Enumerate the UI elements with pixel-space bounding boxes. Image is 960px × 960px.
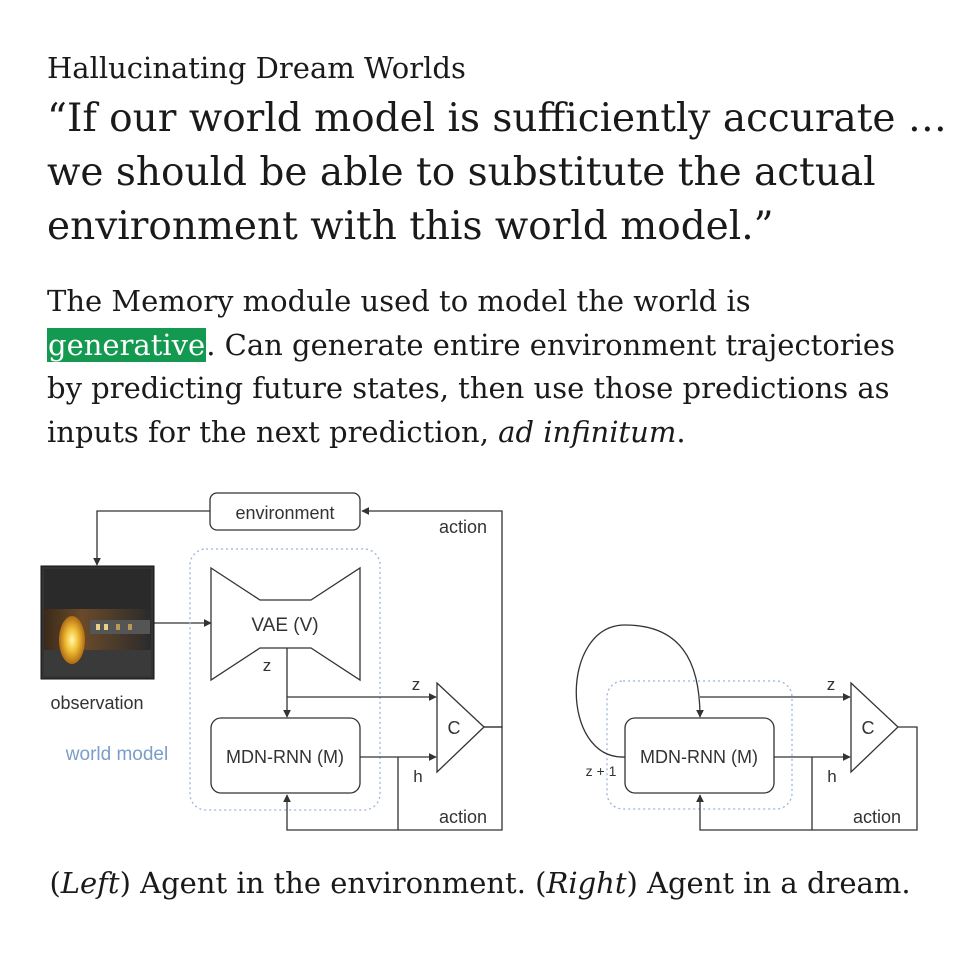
world-model-frame	[189, 548, 381, 811]
h-label-left: h	[413, 767, 422, 786]
body-line-2: generative. Can generate entire environm…	[47, 324, 927, 368]
observation-label: observation	[50, 693, 143, 713]
caption-right-label: Right	[546, 866, 627, 900]
controller-label-right: C	[862, 718, 875, 738]
body-line-4-suffix: .	[676, 414, 686, 449]
rnn-label-left: MDN-RNN (M)	[226, 747, 344, 767]
quote: “If our world model is sufficiently accu…	[47, 92, 947, 254]
ad-infinitum: ad infinitum	[498, 414, 677, 449]
z-plus-label: z + 1	[586, 763, 617, 779]
controller-label-left: C	[448, 718, 461, 738]
action-label-right: action	[853, 807, 901, 827]
z-label-left: z	[412, 675, 421, 694]
rnn-box-right	[624, 717, 775, 794]
action-to-env-arrow	[361, 507, 503, 728]
world-model-diagram: environment action observation world mod…	[40, 492, 918, 831]
caption: (Left) Agent in the environment. (Right)…	[49, 866, 911, 900]
rnn-box-left	[210, 717, 361, 794]
action-top-label: action	[439, 517, 487, 537]
env-to-observation-arrow	[93, 510, 210, 566]
world-model-label: world model	[65, 744, 168, 765]
generative-highlight: generative	[47, 327, 207, 362]
dream-loop-arrow	[575, 624, 704, 758]
action-bottom-label: action	[439, 807, 487, 827]
vae-shape	[210, 566, 361, 682]
caption-left-text: Agent in the environment.	[130, 866, 536, 900]
controller-left	[436, 681, 485, 774]
environment-label: environment	[235, 503, 334, 523]
body-line-2-rest: . Can generate entire environment trajec…	[206, 327, 895, 362]
action-to-rnn-arrow	[283, 726, 503, 831]
h-label-right: h	[827, 767, 836, 786]
body-line-4: inputs for the next prediction, ad infin…	[47, 411, 927, 455]
z-inner-label: z	[263, 656, 272, 675]
vae-label: VAE (V)	[251, 615, 318, 636]
body-line-3: by predicting future states, then use th…	[47, 371, 890, 405]
body-line-1: The Memory module used to model the worl…	[47, 284, 751, 318]
quote-line-2: we should be able to substitute the actu…	[47, 150, 876, 195]
caption-left-label: Left	[60, 866, 120, 900]
controller-right	[850, 681, 899, 774]
slide-title: Hallucinating Dream Worlds	[47, 51, 466, 85]
action-to-rnn-arrow-right	[696, 726, 918, 831]
quote-line-3: environment with this world model.”	[47, 204, 774, 249]
quote-line-1: “If our world model is sufficiently accu…	[47, 96, 947, 141]
body-line-4-prefix: inputs for the next prediction,	[47, 414, 499, 449]
rnn-label-right: MDN-RNN (M)	[640, 747, 758, 767]
caption-right-text: Agent in a dream.	[637, 866, 911, 900]
body-paragraph: The Memory module used to model the worl…	[47, 280, 927, 454]
observation-image	[40, 565, 155, 680]
z-label-right: z	[827, 675, 836, 694]
